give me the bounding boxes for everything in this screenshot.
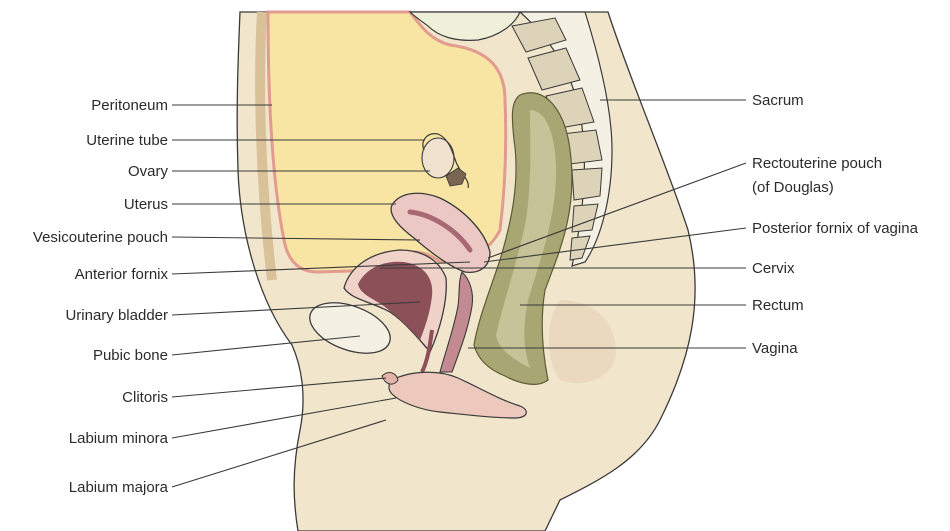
label-rectouterine-pouch: Rectouterine pouch	[752, 155, 882, 172]
label-peritoneum: Peritoneum	[91, 97, 168, 114]
label-cervix: Cervix	[752, 260, 795, 277]
label-vesicouterine-pouch: Vesicouterine pouch	[33, 229, 168, 246]
label-ovary: Ovary	[128, 163, 169, 180]
label-clitoris: Clitoris	[122, 389, 168, 406]
label-posterior-fornix: Posterior fornix of vagina	[752, 220, 919, 237]
label-uterine-tube: Uterine tube	[86, 132, 168, 149]
label-vagina: Vagina	[752, 340, 798, 357]
label-labium-majora: Labium majora	[69, 479, 169, 496]
label-sacrum: Sacrum	[752, 92, 804, 109]
label-rectum: Rectum	[752, 297, 804, 314]
label-urinary-bladder: Urinary bladder	[65, 307, 168, 324]
label-rectouterine-pouch-sub: (of Douglas)	[752, 179, 834, 196]
label-uterus: Uterus	[124, 196, 168, 213]
label-anterior-fornix: Anterior fornix	[75, 266, 169, 283]
label-pubic-bone: Pubic bone	[93, 347, 168, 364]
label-labium-minora: Labium minora	[69, 430, 169, 447]
